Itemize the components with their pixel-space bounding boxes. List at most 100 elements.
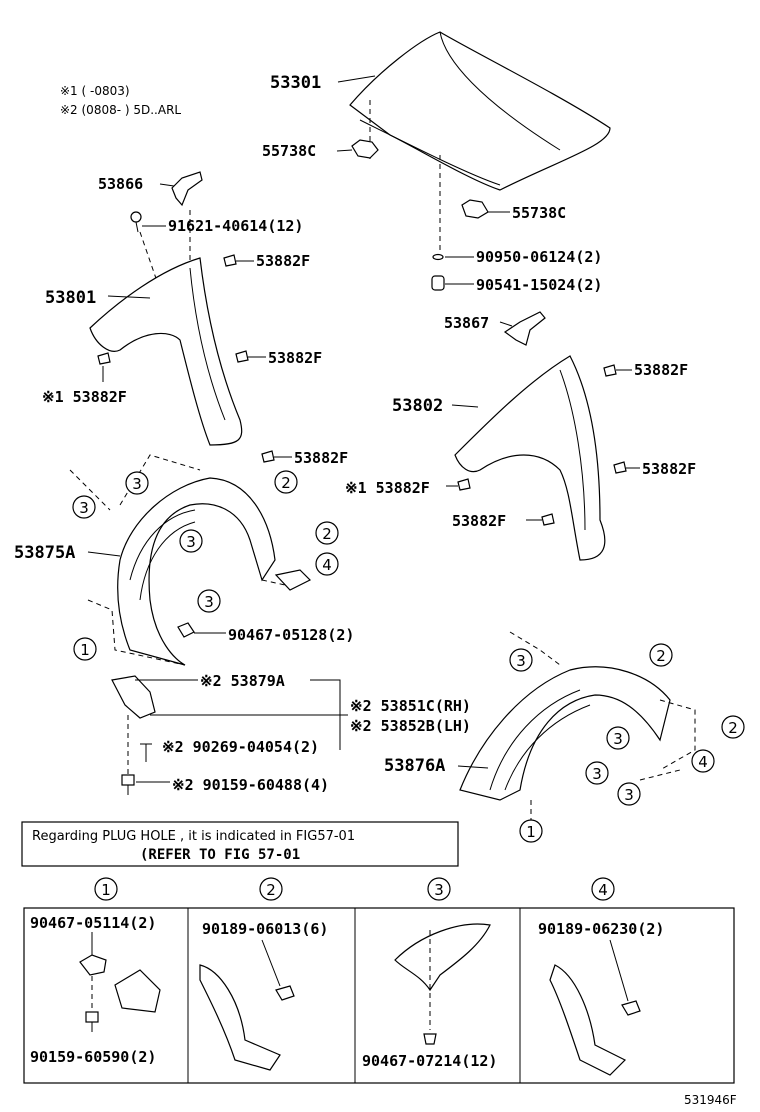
liner-53876A[interactable] — [459, 666, 671, 801]
callout-3-g: 3 — [585, 761, 609, 785]
bolt-91621[interactable] — [130, 211, 142, 233]
svg-text:3: 3 — [79, 499, 89, 517]
svg-text:3: 3 — [624, 786, 634, 804]
label-53882F-d: 53882F — [294, 449, 348, 467]
panel4-liner — [549, 964, 627, 1076]
label-53882F-f: 53882F — [642, 460, 696, 478]
callout-4-b: 4 — [691, 749, 715, 773]
clip-53882F-e[interactable] — [603, 364, 617, 377]
clip-53882F-a[interactable] — [223, 254, 237, 267]
svg-text:3: 3 — [204, 593, 214, 611]
callout-3-h: 3 — [617, 782, 641, 806]
cushion-90950[interactable] — [432, 253, 444, 261]
label-90467-07214: 90467-07214(12) — [362, 1052, 497, 1070]
clip-90467-05114[interactable] — [79, 954, 107, 976]
label-55738C-right: 55738C — [512, 204, 566, 222]
detail-header-3: 3 — [427, 877, 451, 901]
label-90159-60590: 90159-60590(2) — [30, 1048, 156, 1066]
label-53867: 53867 — [444, 314, 489, 332]
label-53802: 53802 — [392, 396, 443, 416]
callout-3-a: 3 — [125, 471, 149, 495]
label-53876A: 53876A — [384, 756, 445, 776]
label-90269: ※2 90269-04054(2) — [162, 738, 319, 756]
callout-2-a: 2 — [274, 470, 298, 494]
detail-header-4: 4 — [591, 877, 615, 901]
label-90189-06230: 90189-06230(2) — [538, 920, 664, 938]
plug-hole-note: Regarding PLUG HOLE , it is indicated in… — [21, 821, 459, 867]
panel2-liner — [199, 964, 281, 1071]
plug-hole-line-1: Regarding PLUG HOLE , it is indicated in… — [32, 829, 355, 844]
label-53801: 53801 — [45, 288, 96, 308]
clip-53882F-b[interactable] — [235, 350, 249, 363]
panel1-bracket — [114, 969, 161, 1013]
note-1: ※1 ( -0803) — [60, 84, 130, 98]
clip-53882F-h[interactable] — [541, 513, 555, 526]
svg-text:2: 2 — [281, 474, 291, 492]
mudguard-53879A[interactable] — [111, 675, 156, 719]
svg-text:3: 3 — [613, 730, 623, 748]
callout-4-a: 4 — [315, 552, 339, 576]
callout-3-d: 3 — [197, 589, 221, 613]
label-90950: 90950-06124(2) — [476, 248, 602, 266]
label-53882F-h: 53882F — [452, 512, 506, 530]
plug-hole-line-2: (REFER TO FIG 57-01 — [140, 847, 300, 863]
label-53879A: ※2 53879A — [200, 672, 285, 690]
callout-3-b: 3 — [72, 495, 96, 519]
svg-text:2: 2 — [266, 881, 276, 899]
bolt-90159-60488[interactable] — [121, 774, 135, 795]
seal-53866[interactable] — [171, 171, 203, 207]
label-53882F-c: ※1 53882F — [42, 388, 127, 406]
svg-text:1: 1 — [101, 881, 111, 899]
clip-53882F-d[interactable] — [261, 450, 275, 463]
clip-90467-07214[interactable] — [423, 1033, 437, 1045]
svg-text:3: 3 — [516, 652, 526, 670]
detail-header-1: 1 — [94, 877, 118, 901]
label-53851C: ※2 53851C(RH) — [350, 697, 471, 715]
clip-90467-05128[interactable] — [177, 622, 195, 638]
bolt-90159-60590[interactable] — [85, 1011, 99, 1032]
label-53301: 53301 — [270, 73, 321, 93]
svg-text:2: 2 — [322, 525, 332, 543]
svg-text:2: 2 — [656, 647, 666, 665]
cushion-90541[interactable] — [431, 275, 445, 291]
label-90467-05128: 90467-05128(2) — [228, 626, 354, 644]
svg-text:1: 1 — [80, 641, 90, 659]
label-53882F-g: ※1 53882F — [345, 479, 430, 497]
callout-3-e: 3 — [509, 648, 533, 672]
seal-53867[interactable] — [503, 311, 546, 346]
note-2: ※2 (0808- ) 5D..ARL — [60, 103, 181, 117]
bracket-liner-left[interactable] — [274, 569, 312, 591]
label-90189-06013: 90189-06013(6) — [202, 920, 328, 938]
svg-text:3: 3 — [434, 881, 444, 899]
fender-53802[interactable] — [454, 355, 606, 561]
label-53852B: ※2 53852B(LH) — [350, 717, 471, 735]
label-53866: 53866 — [98, 175, 143, 193]
clip-53882F-f[interactable] — [613, 461, 627, 474]
label-91621: 91621-40614(12) — [168, 217, 303, 235]
clip-90189-06230[interactable] — [621, 1000, 641, 1016]
label-53882F-e: 53882F — [634, 361, 688, 379]
svg-text:2: 2 — [728, 719, 738, 737]
callout-1-b: 1 — [519, 819, 543, 843]
label-90159-60488: ※2 90159-60488(4) — [172, 776, 329, 794]
clip-53882F-c[interactable] — [97, 352, 111, 365]
svg-text:3: 3 — [186, 533, 196, 551]
callout-1-a: 1 — [73, 637, 97, 661]
panel3-liner — [394, 923, 491, 992]
svg-text:3: 3 — [592, 765, 602, 783]
clip-53882F-g[interactable] — [457, 478, 471, 491]
screw-90269[interactable] — [140, 743, 152, 762]
svg-text:4: 4 — [598, 881, 608, 899]
callout-2-c: 2 — [649, 643, 673, 667]
svg-text:1: 1 — [526, 823, 536, 841]
clip-90189-06013[interactable] — [275, 985, 295, 1001]
detail-header-2: 2 — [259, 877, 283, 901]
label-90467-05114: 90467-05114(2) — [30, 914, 156, 932]
fender-53801[interactable] — [89, 257, 243, 446]
label-53882F-a: 53882F — [256, 252, 310, 270]
clip-55738C-left[interactable] — [351, 139, 379, 159]
clip-55738C-right[interactable] — [461, 199, 489, 219]
callout-2-b: 2 — [315, 521, 339, 545]
label-53882F-b: 53882F — [268, 349, 322, 367]
hood-53301[interactable] — [349, 31, 611, 191]
